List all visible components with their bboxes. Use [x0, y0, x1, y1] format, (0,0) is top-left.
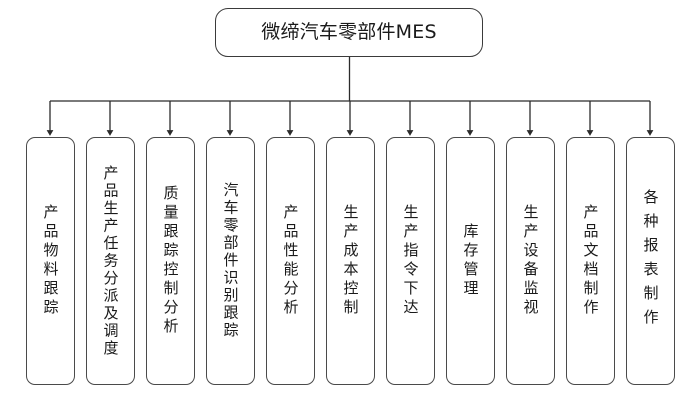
leaf-node-8[interactable]: 库存管理 [445, 137, 495, 385]
root-node-label: 微缔汽车零部件MES [261, 21, 437, 44]
leaf-node-7[interactable]: 生产指令下达 [385, 137, 435, 385]
leaf-node-9[interactable]: 生产设备监视 [505, 137, 555, 385]
leaf-node-10[interactable]: 产品文档制作 [565, 137, 615, 385]
leaf-node-1[interactable]: 产品物料跟踪 [25, 137, 75, 385]
leaf-node-label: 生产成本控制 [341, 204, 360, 318]
leaf-node-label: 库存管理 [461, 223, 480, 299]
leaf-node-3[interactable]: 质量跟踪控制分析 [145, 137, 195, 385]
leaf-node-label: 产品文档制作 [581, 204, 600, 318]
leaf-node-5[interactable]: 产品性能分析 [265, 137, 315, 385]
leaf-node-11[interactable]: 各种报表制作 [625, 137, 675, 385]
leaf-node-label: 生产设备监视 [521, 204, 540, 318]
leaf-node-label: 质量跟踪控制分析 [161, 185, 180, 337]
leaf-node-label: 汽车零部件识别跟踪 [221, 182, 240, 340]
leaf-node-label: 产品生产任务分派及调度 [101, 164, 120, 358]
leaf-node-label: 产品物料跟踪 [41, 204, 60, 318]
leaf-node-6[interactable]: 生产成本控制 [325, 137, 375, 385]
root-node[interactable]: 微缔汽车零部件MES [215, 8, 483, 57]
leaf-node-label: 生产指令下达 [401, 204, 420, 318]
leaf-node-4[interactable]: 汽车零部件识别跟踪 [205, 137, 255, 385]
leaf-node-2[interactable]: 产品生产任务分派及调度 [85, 137, 135, 385]
leaf-node-label: 产品性能分析 [281, 204, 300, 318]
leaf-node-label: 各种报表制作 [641, 189, 660, 333]
